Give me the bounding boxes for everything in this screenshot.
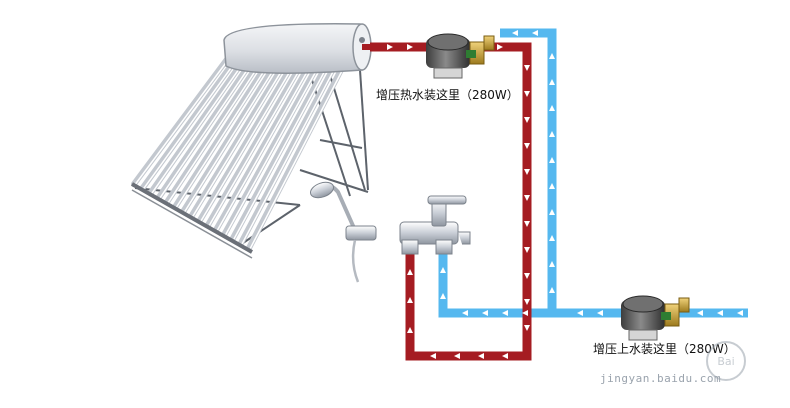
flow-arrow <box>532 30 538 36</box>
flow-arrow <box>549 79 555 85</box>
flow-arrow <box>549 209 555 215</box>
flow-arrow <box>524 325 530 331</box>
collector-tube <box>172 58 272 210</box>
collector-tube <box>204 60 305 229</box>
water-pump-icon <box>426 33 495 79</box>
cold-water-pipe <box>500 28 748 318</box>
collector-tube <box>196 59 297 224</box>
watermark-text: jingyan.baidu.com <box>600 372 722 385</box>
solar-water-heater-icon <box>131 23 372 259</box>
flow-arrow <box>407 44 413 50</box>
collector-tube <box>131 55 231 187</box>
flow-arrow <box>440 267 446 273</box>
flow-arrow <box>512 30 518 36</box>
flow-arrow <box>524 91 530 97</box>
flow-arrow <box>549 53 555 59</box>
collector-tube-highlight <box>143 58 239 190</box>
collector-tube-highlight <box>159 59 255 199</box>
collector-tube <box>237 62 338 247</box>
collector-tube <box>180 58 281 215</box>
flow-arrow <box>478 353 484 359</box>
mixer-valve-icon <box>399 195 471 255</box>
flow-arrow <box>524 169 530 175</box>
flow-arrow <box>430 353 436 359</box>
flow-arrow <box>549 287 555 293</box>
collector-tube-highlight <box>249 66 345 249</box>
flow-arrow <box>549 183 555 189</box>
flow-arrow <box>717 310 723 316</box>
flow-arrow <box>524 221 530 227</box>
collector-tube-highlight <box>200 62 296 222</box>
collector-tube <box>163 57 264 206</box>
collector-tube-highlight <box>134 57 231 185</box>
collector-tube-highlight <box>192 61 288 217</box>
flow-arrow <box>482 310 488 316</box>
flow-arrow <box>549 235 555 241</box>
flow-arrow <box>502 353 508 359</box>
flow-arrow <box>387 44 393 50</box>
flow-arrow <box>549 157 555 163</box>
flow-arrow <box>524 299 530 305</box>
flow-arrow <box>549 261 555 267</box>
collector-tube-highlight <box>208 63 304 226</box>
flow-arrow <box>524 65 530 71</box>
collector-tube-highlight <box>167 59 263 203</box>
flow-arrow <box>549 105 555 111</box>
collector-tube-highlight <box>151 58 247 194</box>
shower-head-icon <box>309 181 377 283</box>
cold-pump <box>621 295 690 341</box>
flow-arrow <box>462 310 468 316</box>
collector-tube <box>155 56 256 201</box>
flow-arrow <box>524 247 530 253</box>
flow-arrow <box>497 44 503 50</box>
flow-arrow <box>502 310 508 316</box>
collector-tube <box>147 56 248 197</box>
hot-pump <box>426 33 495 79</box>
flow-arrow <box>407 297 413 303</box>
collector-tube <box>245 63 346 252</box>
flow-arrow <box>697 310 703 316</box>
flow-arrow <box>454 353 460 359</box>
collector-tube <box>188 59 289 220</box>
flow-arrow <box>440 293 446 299</box>
flow-arrow <box>577 310 583 316</box>
collector-tube-highlight <box>241 65 337 245</box>
flow-arrow <box>524 195 530 201</box>
collector-tube-highlight <box>216 63 313 231</box>
collector-tube <box>139 55 240 192</box>
cold-pump-label: 增压上水装这里（280W） <box>593 342 736 356</box>
pipe-network <box>370 28 748 361</box>
flow-arrow <box>524 117 530 123</box>
collector-tube-highlight <box>175 60 272 208</box>
collector-tube <box>221 61 322 238</box>
flow-arrow <box>597 310 603 316</box>
flow-arrow <box>549 131 555 137</box>
collector-tube-highlight <box>225 64 321 235</box>
flow-arrow <box>407 269 413 275</box>
collector-tube <box>213 61 313 233</box>
flow-arrow <box>522 310 528 316</box>
flow-arrow <box>524 273 530 279</box>
flow-arrow <box>524 143 530 149</box>
cold-water-branch-pipe <box>438 250 552 318</box>
flow-arrow <box>737 310 743 316</box>
collector-tube <box>229 62 330 243</box>
collector-tube-highlight <box>184 61 280 212</box>
flow-arrow <box>407 327 413 333</box>
watermark-badge-text: Bai <box>717 355 734 368</box>
collector-tube-highlight <box>233 64 329 240</box>
watermark-badge-icon: Bai <box>706 341 746 381</box>
flow-arrows <box>387 30 743 359</box>
water-pump-icon <box>621 295 690 341</box>
hot-pump-label: 增压热水装这里（280W） <box>376 88 519 102</box>
